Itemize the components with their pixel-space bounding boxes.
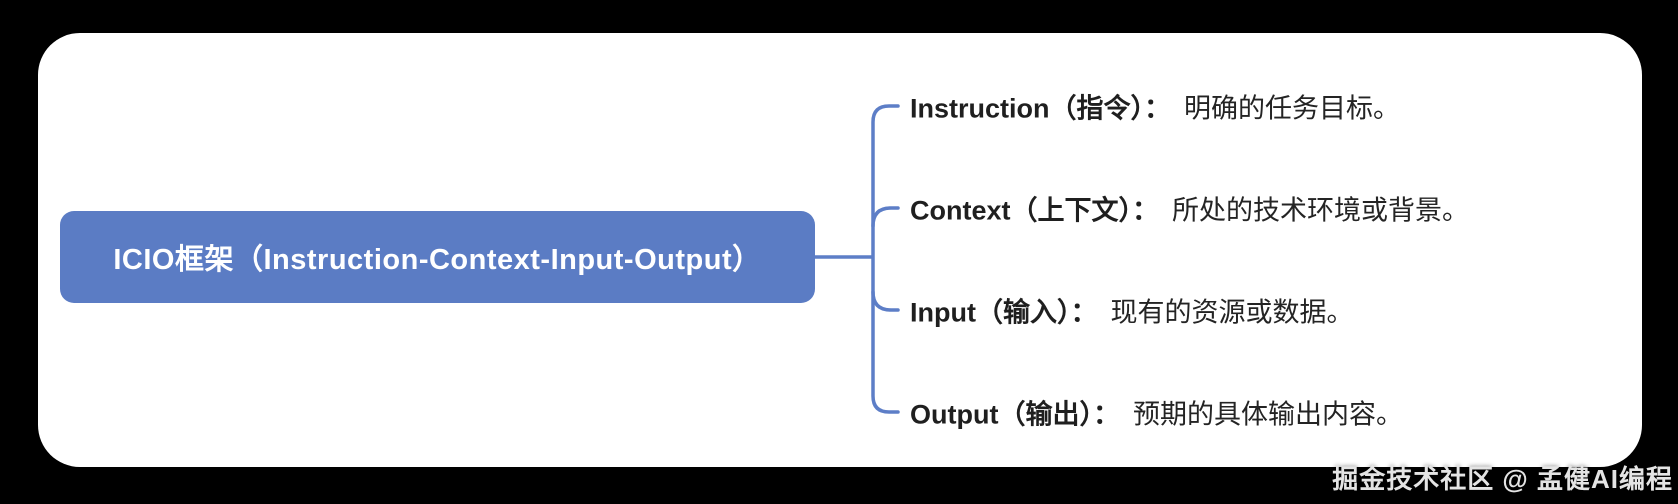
branch-context: Context（上下文）： 所处的技术环境或背景。 <box>910 189 1469 228</box>
branch-output-label: Output（输出）： <box>910 399 1120 430</box>
branch-input: Input（输入）： 现有的资源或数据。 <box>910 291 1353 330</box>
branch-instruction-label: Instruction（指令）： <box>910 93 1171 124</box>
root-node-label: ICIO框架（Instruction-Context-Input-Output） <box>113 244 762 276</box>
branch-input-label: Input（输入）： <box>910 297 1098 328</box>
branch-context-desc: 所处的技术环境或背景。 <box>1172 195 1469 226</box>
branch-input-desc: 现有的资源或数据。 <box>1110 297 1354 328</box>
branch-output-desc: 预期的具体输出内容。 <box>1132 399 1403 430</box>
branch-output: Output（输出）： 预期的具体输出内容。 <box>910 393 1403 432</box>
watermark: 掘金技术社区 @ 孟健AI编程 <box>1332 464 1673 494</box>
branch-context-label: Context（上下文）： <box>910 195 1159 226</box>
branch-instruction: Instruction（指令）： 明确的任务目标。 <box>910 87 1400 126</box>
root-node: ICIO框架（Instruction-Context-Input-Output） <box>60 211 815 303</box>
branch-instruction-desc: 明确的任务目标。 <box>1184 93 1400 124</box>
